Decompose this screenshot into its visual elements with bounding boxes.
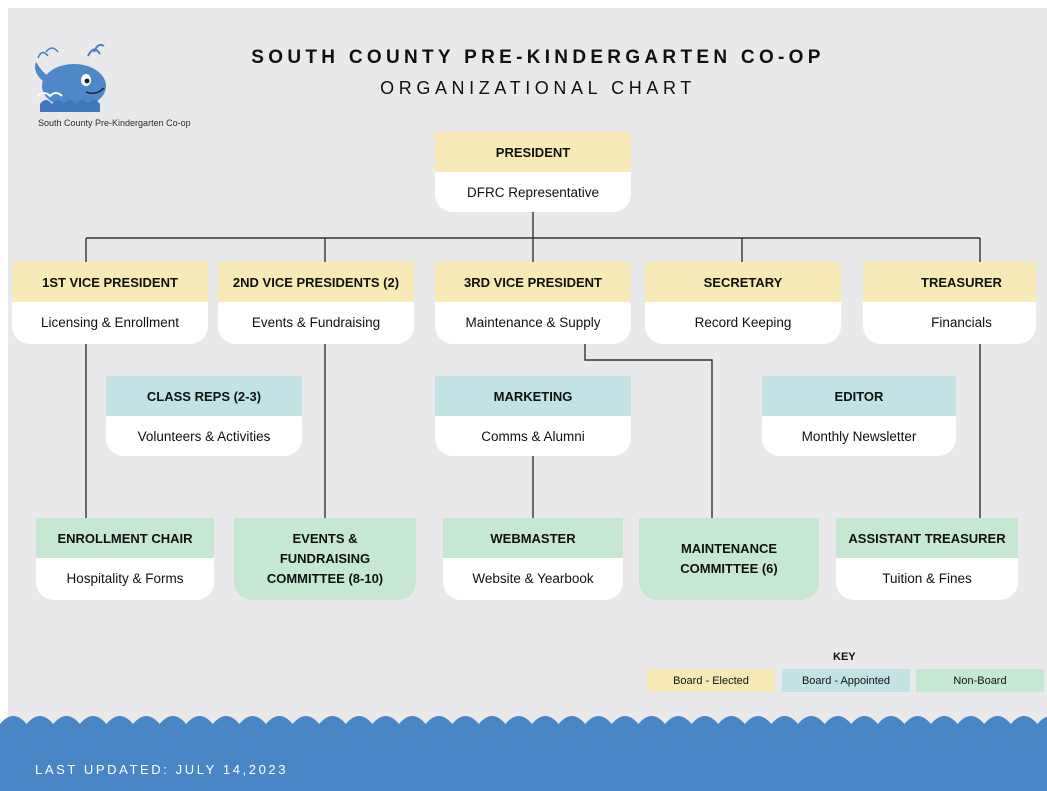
key-board-elected: Board - Elected (647, 669, 775, 692)
node-enrollment-chair-title: ENROLLMENT CHAIR (36, 518, 214, 558)
node-enrollment-chair-subtitle: Hospitality & Forms (66, 570, 184, 586)
node-events-committee-line2: FUNDRAISING (279, 551, 371, 566)
footer-waves (0, 716, 1047, 791)
node-president-title: PRESIDENT (435, 132, 631, 172)
node-assistant-treasurer: ASSISTANT TREASURER Tuition & Fines (836, 518, 1018, 600)
footer-wave-band (0, 716, 1047, 791)
connector-vp3-maintenance (584, 344, 713, 518)
chart-subtitle: ORGANIZATIONAL CHART (380, 78, 696, 98)
chart-title: SOUTH COUNTY PRE-KINDERGARTEN CO-OP (251, 47, 825, 68)
node-class-reps-subtitle: Volunteers & Activities (137, 428, 271, 444)
node-events-committee: EVENTS & FUNDRAISING COMMITTEE (8-10) (234, 518, 416, 600)
node-marketing: MARKETING Comms & Alumni (435, 376, 631, 456)
node-webmaster-subtitle: Website & Yearbook (472, 570, 594, 586)
node-editor: EDITOR Monthly Newsletter (762, 376, 956, 456)
node-president-subtitle: DFRC Representative (466, 184, 600, 200)
node-marketing-subtitle: Comms & Alumni (481, 428, 585, 444)
node-editor-title: EDITOR (762, 376, 956, 416)
node-secretary-title: SECRETARY (645, 262, 841, 302)
node-treasurer-subtitle: Financials (931, 314, 992, 330)
node-secretary: SECRETARY Record Keeping (645, 262, 841, 344)
node-assistant-treasurer-subtitle: Tuition & Fines (882, 570, 972, 586)
node-vp3: 3RD VICE PRESIDENT Maintenance & Supply (435, 262, 631, 344)
node-vp1-subtitle: Licensing & Enrollment (40, 314, 180, 330)
node-treasurer-title: TREASURER (863, 262, 1036, 302)
node-assistant-treasurer-title: ASSISTANT TREASURER (836, 518, 1018, 558)
node-webmaster-title: WEBMASTER (443, 518, 623, 558)
node-enrollment-chair: ENROLLMENT CHAIR Hospitality & Forms (36, 518, 214, 600)
key-title: KEY (833, 651, 856, 663)
whale-icon (35, 43, 106, 112)
node-maintenance-committee-line1: MAINTENANCE (680, 541, 778, 556)
node-events-committee-line1: EVENTS & (292, 531, 358, 546)
last-updated-text: LAST UPDATED: JULY 14,2023 (35, 762, 289, 777)
node-webmaster: WEBMASTER Website & Yearbook (443, 518, 623, 600)
node-vp3-subtitle: Maintenance & Supply (465, 314, 601, 330)
node-treasurer: TREASURER Financials (863, 262, 1036, 344)
logo-text: South County Pre-Kindergarten Co-op (38, 118, 191, 128)
key-non-board: Non-Board (916, 669, 1044, 692)
node-vp1-title: 1ST VICE PRESIDENT (12, 262, 208, 302)
node-secretary-subtitle: Record Keeping (694, 314, 792, 330)
node-vp2: 2ND VICE PRESIDENTS (2) Events & Fundrai… (218, 262, 414, 344)
node-vp1: 1ST VICE PRESIDENT Licensing & Enrollmen… (12, 262, 208, 344)
key-board-appointed: Board - Appointed (782, 669, 910, 692)
node-events-committee-line3: COMMITTEE (8-10) (266, 571, 384, 586)
node-president: PRESIDENT DFRC Representative (435, 132, 631, 212)
node-class-reps: CLASS REPS (2-3) Volunteers & Activities (106, 376, 302, 456)
node-vp2-title: 2ND VICE PRESIDENTS (2) (218, 262, 414, 302)
node-vp3-title: 3RD VICE PRESIDENT (435, 262, 631, 302)
node-editor-subtitle: Monthly Newsletter (801, 428, 917, 444)
node-marketing-title: MARKETING (435, 376, 631, 416)
node-maintenance-committee-line2: COMMITTEE (6) (680, 561, 778, 576)
node-maintenance-committee: MAINTENANCE COMMITTEE (6) (639, 518, 819, 600)
node-class-reps-title: CLASS REPS (2-3) (106, 376, 302, 416)
node-vp2-subtitle: Events & Fundraising (251, 314, 381, 330)
